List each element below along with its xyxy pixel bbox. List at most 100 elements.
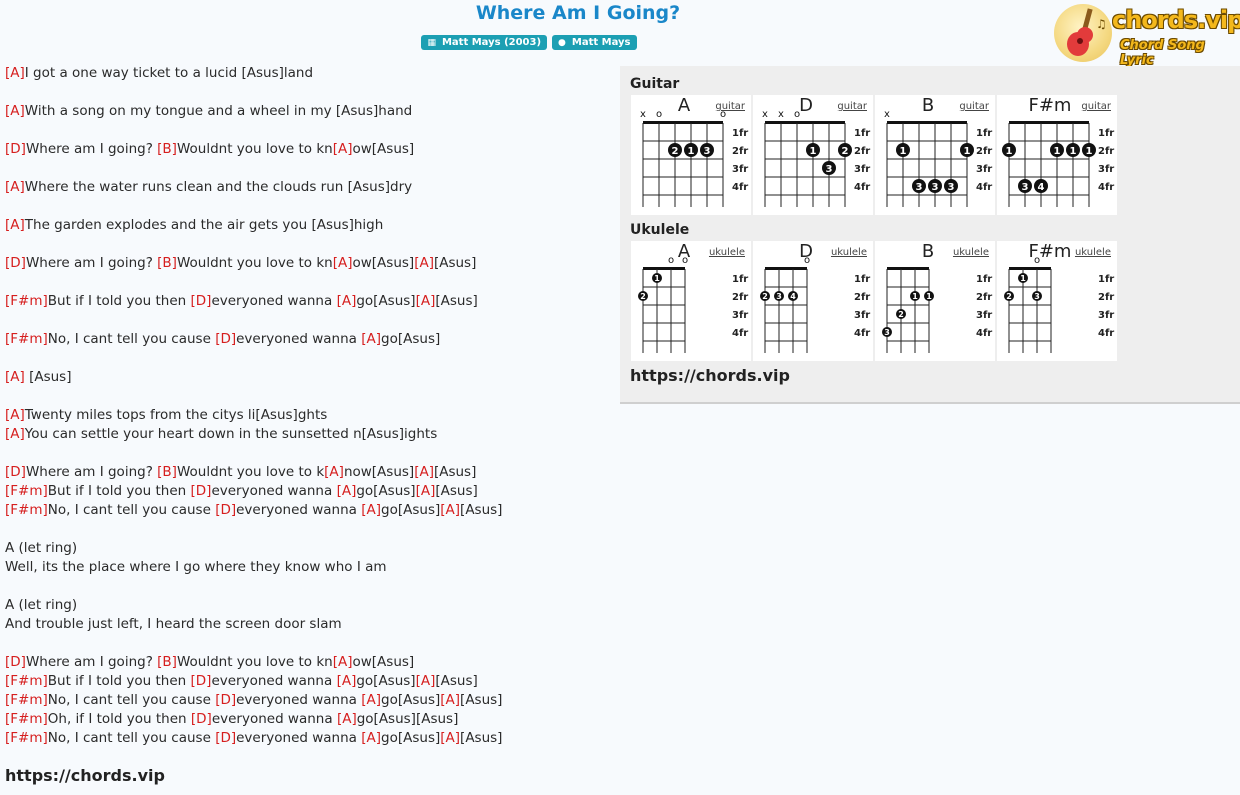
chord-link[interactable]: [A] bbox=[5, 65, 25, 81]
finger-dot bbox=[1034, 179, 1048, 193]
lyric-line: [A]I got a one way ticket to a lucid [As… bbox=[5, 64, 313, 83]
guitar-chord-link[interactable]: guitar bbox=[715, 101, 745, 112]
chord-link[interactable]: [A] bbox=[332, 141, 353, 157]
chord-link[interactable]: [A] bbox=[5, 103, 25, 119]
chord-link[interactable]: [A] bbox=[361, 730, 382, 746]
chord-link[interactable]: [A] bbox=[336, 711, 357, 727]
chord-link[interactable]: [D] bbox=[5, 255, 26, 271]
chord-link[interactable]: [A] bbox=[415, 293, 436, 309]
chord-link[interactable]: [F#m] bbox=[5, 502, 48, 518]
ukulele-section-label: Ukulele bbox=[630, 222, 690, 238]
fret-label: 2fr bbox=[1098, 292, 1114, 303]
chord-link[interactable]: [D] bbox=[5, 464, 26, 480]
fret-label: 1fr bbox=[1098, 274, 1114, 285]
chord-link[interactable]: [A] bbox=[336, 483, 357, 499]
chord-link[interactable]: [F#m] bbox=[5, 483, 48, 499]
chord-link[interactable]: [A] bbox=[5, 217, 25, 233]
album-tag[interactable]: ▦Matt Mays (2003) bbox=[421, 35, 548, 50]
chord-link[interactable]: [D] bbox=[190, 673, 212, 689]
chord-link[interactable]: [F#m] bbox=[5, 711, 48, 727]
finger-dot bbox=[760, 291, 770, 301]
chord-link[interactable]: [D] bbox=[190, 483, 212, 499]
lyric-text: [Asus] bbox=[435, 293, 478, 309]
chord-link[interactable]: [D] bbox=[215, 502, 237, 518]
fret-label: 1fr bbox=[976, 274, 992, 285]
chord-link[interactable]: [A] bbox=[440, 692, 461, 708]
chord-link[interactable]: [A] bbox=[5, 407, 25, 423]
lyric-text: go[Asus] bbox=[381, 502, 441, 518]
chord-link[interactable]: [A] bbox=[361, 502, 382, 518]
open-string-marker: o bbox=[1034, 255, 1040, 266]
ukulele-chord-link[interactable]: ukulele bbox=[952, 247, 989, 258]
chord-name: F#m bbox=[1028, 95, 1072, 116]
chord-link[interactable]: [A] bbox=[332, 654, 353, 670]
chord-link[interactable]: [F#m] bbox=[5, 730, 48, 746]
chord-link[interactable]: [D] bbox=[190, 293, 212, 309]
lyric-text: [Asus] bbox=[433, 255, 477, 271]
lyric-text: But if I told you then bbox=[47, 293, 191, 309]
chord-link[interactable]: [A] bbox=[332, 255, 353, 271]
chord-link[interactable]: [A] bbox=[414, 464, 434, 480]
chord-link[interactable]: [F#m] bbox=[5, 293, 48, 309]
lyric-text: go[Asus] bbox=[381, 692, 441, 708]
lyric-text: The garden explodes and the air gets you… bbox=[24, 217, 384, 233]
site-logo[interactable]: ♫ chords.vip Chord Song Lyric bbox=[1054, 2, 1240, 68]
chord-link[interactable]: [D] bbox=[5, 654, 26, 670]
finger-number: 1 bbox=[810, 146, 817, 157]
chord-link[interactable]: [B] bbox=[157, 141, 177, 157]
lyric-text: Well, its the place where I go where the… bbox=[5, 559, 387, 575]
finger-dot bbox=[1004, 291, 1014, 301]
guitar-chord-link[interactable]: guitar bbox=[959, 101, 989, 112]
panel-site-url[interactable]: https://chords.vip bbox=[630, 366, 790, 385]
chord-link[interactable]: [B] bbox=[157, 654, 177, 670]
chord-link[interactable]: [F#m] bbox=[5, 331, 48, 347]
chord-link[interactable]: [D] bbox=[190, 711, 212, 727]
chord-link[interactable]: [F#m] bbox=[5, 673, 48, 689]
guitar-chord-link[interactable]: guitar bbox=[1081, 101, 1111, 112]
lyric-text: [Asus] bbox=[460, 692, 503, 708]
chord-link[interactable]: [A] bbox=[414, 255, 434, 271]
chord-link[interactable]: [D] bbox=[215, 331, 237, 347]
chord-link[interactable]: [A] bbox=[361, 692, 382, 708]
chord-link[interactable]: [A] bbox=[5, 369, 25, 385]
chord-link[interactable]: [D] bbox=[215, 730, 237, 746]
chord-link[interactable]: [A] bbox=[440, 502, 461, 518]
finger-dot bbox=[1018, 273, 1028, 283]
chord-link[interactable]: [B] bbox=[157, 255, 177, 271]
lyric-text: Wouldnt you love to kn bbox=[176, 654, 333, 670]
logo-name: chords.vip bbox=[1112, 6, 1240, 34]
chord-link[interactable]: [A] bbox=[324, 464, 344, 480]
chord-link[interactable]: [A] bbox=[361, 331, 382, 347]
chord-link[interactable]: [A] bbox=[336, 293, 357, 309]
chord-link[interactable]: [D] bbox=[5, 141, 26, 157]
guitar-chord-link[interactable]: guitar bbox=[837, 101, 867, 112]
chord-link[interactable]: [A] bbox=[415, 673, 436, 689]
chord-link[interactable]: [D] bbox=[215, 692, 237, 708]
ukulele-chord-link[interactable]: ukulele bbox=[1074, 247, 1111, 258]
fret-label: 1fr bbox=[1098, 128, 1114, 139]
lyric-text: No, I cant tell you cause bbox=[47, 730, 216, 746]
chord-link[interactable]: [B] bbox=[157, 464, 177, 480]
lyric-text: But if I told you then bbox=[47, 483, 191, 499]
chord-link[interactable]: [A] bbox=[5, 426, 25, 442]
artist-tag[interactable]: ●Matt Mays bbox=[552, 35, 637, 50]
chord-link[interactable]: [A] bbox=[440, 730, 461, 746]
ukulele-chord-link[interactable]: ukulele bbox=[708, 247, 745, 258]
chord-link[interactable]: [F#m] bbox=[5, 692, 48, 708]
chord-link[interactable]: [A] bbox=[415, 483, 436, 499]
lyrics-site-url[interactable]: https://chords.vip bbox=[5, 766, 165, 785]
chord-link[interactable]: [A] bbox=[5, 179, 25, 195]
ukulele-chord-link[interactable]: ukulele bbox=[830, 247, 867, 258]
fret-label: 2fr bbox=[732, 292, 748, 303]
chord-link[interactable]: [A] bbox=[336, 673, 357, 689]
